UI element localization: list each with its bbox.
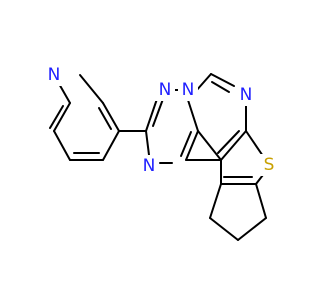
bond bbox=[49, 105, 64, 129]
bond bbox=[209, 183, 222, 219]
bond bbox=[197, 130, 222, 161]
atom-label-n-pyridine: N bbox=[48, 65, 61, 85]
atom-label-s-thiophene: S bbox=[264, 155, 275, 175]
bond bbox=[210, 73, 235, 87]
bond bbox=[102, 102, 120, 132]
bond bbox=[209, 217, 239, 241]
bond bbox=[255, 183, 267, 219]
bond bbox=[237, 217, 267, 241]
structure-svg: N N N N N S bbox=[44, 64, 279, 241]
atom-label-n-triazole-top: N bbox=[159, 80, 172, 100]
atom-label-n-pyrimidine: N bbox=[240, 85, 253, 105]
bond bbox=[102, 130, 120, 161]
bond bbox=[79, 74, 104, 104]
bond bbox=[211, 81, 230, 93]
bond bbox=[185, 130, 199, 161]
bond bbox=[53, 102, 71, 132]
bond-group bbox=[49, 73, 267, 241]
bond bbox=[98, 107, 112, 130]
atom-label-n-triazole-bottom: N bbox=[143, 156, 156, 176]
bond bbox=[152, 98, 164, 127]
bond bbox=[217, 130, 240, 154]
bond bbox=[220, 130, 247, 161]
bond bbox=[180, 131, 192, 157]
atom-label-n-bridge: N bbox=[182, 80, 195, 100]
bond bbox=[53, 130, 71, 161]
molecule-diagram: N N N N N S bbox=[44, 64, 279, 241]
bond bbox=[145, 95, 159, 132]
bond bbox=[187, 99, 199, 132]
atom-group: N N N N N S bbox=[44, 64, 279, 177]
bond bbox=[145, 130, 150, 156]
